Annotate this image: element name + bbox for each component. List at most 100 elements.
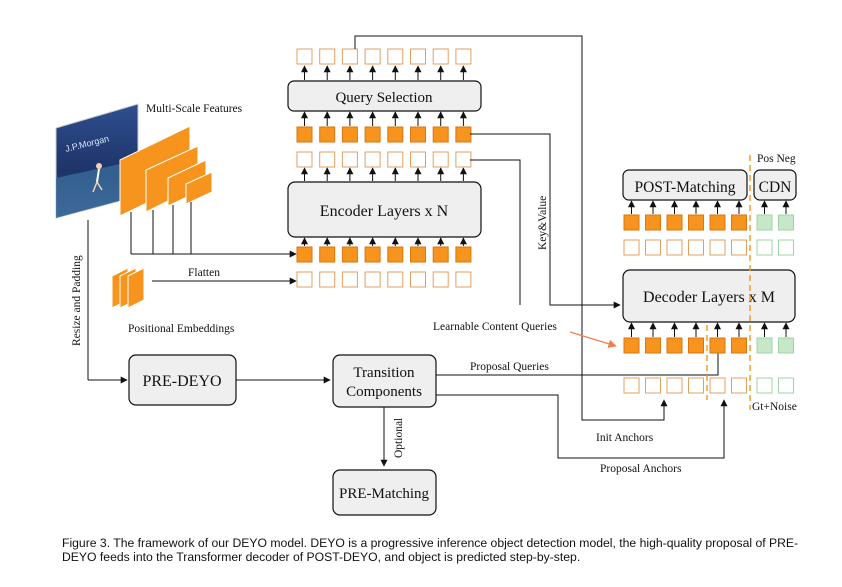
- decoder-output-tokens: [623, 214, 794, 231]
- encoder-layers-box: [287, 181, 482, 238]
- transition-label-line1: Transition: [353, 365, 415, 381]
- figure-caption: Figure 3. The framework of our DEYO mode…: [62, 536, 799, 564]
- positional-embeddings-stack: [111, 267, 145, 309]
- outline-token: [645, 377, 661, 394]
- outline-token: [688, 239, 704, 256]
- outline-token: [666, 239, 683, 256]
- key-value-label: Key&Value: [537, 196, 549, 250]
- orange-token: [455, 246, 472, 263]
- outline-token: [341, 271, 358, 288]
- green-token: [756, 214, 773, 231]
- multi-scale-feature-stack: [119, 125, 213, 217]
- outline-token: [688, 377, 704, 394]
- pre-matching-box: [332, 469, 437, 516]
- selected-query-tokens: [296, 126, 472, 143]
- learnable-queries-arrow: [569, 331, 617, 348]
- outline-token: [387, 151, 404, 168]
- outline-token: [623, 377, 640, 394]
- positional-tokens: [296, 271, 472, 288]
- outline-token: [455, 48, 472, 65]
- orange-token: [666, 214, 683, 231]
- resize-padding-label: Resize and Padding: [71, 255, 83, 346]
- optional-label: Optional: [393, 418, 405, 458]
- outline-token: [666, 377, 683, 394]
- outline-token: [623, 239, 640, 256]
- outline-token: [319, 48, 336, 65]
- query-selection-output-tokens: [296, 48, 472, 65]
- outline-token: [319, 271, 336, 288]
- input-image: J.P.Morgan: [55, 103, 139, 219]
- decoder-layers-box: [622, 269, 796, 323]
- orange-token: [709, 214, 726, 231]
- outline-token: [432, 271, 449, 288]
- outline-token: [432, 151, 449, 168]
- flatten-label: Flatten: [188, 267, 220, 279]
- outline-token: [455, 151, 472, 168]
- key-value-path-1: [470, 133, 621, 309]
- orange-token: [319, 126, 336, 143]
- learnable-content-queries-label: Learnable Content Queries: [433, 321, 557, 333]
- outline-token: [296, 48, 313, 65]
- outline-token: [296, 271, 313, 288]
- orange-token: [709, 337, 726, 354]
- feature-to-encoder-lines: [130, 202, 297, 258]
- proposal-anchors-path: [436, 394, 728, 459]
- transition-label-line2: Components: [346, 384, 422, 400]
- orange-token: [623, 214, 640, 231]
- green-outline-token: [756, 377, 773, 394]
- proposal-queries-label: Proposal Queries: [470, 361, 549, 373]
- outline-token: [709, 239, 726, 256]
- orange-token: [666, 337, 683, 354]
- green-outline-token: [756, 239, 773, 256]
- orange-token: [341, 126, 358, 143]
- orange-token: [387, 246, 404, 263]
- orange-token: [432, 246, 449, 263]
- pos-neg-label: Pos Neg: [757, 153, 796, 165]
- orange-token: [296, 246, 313, 263]
- orange-token: [387, 126, 404, 143]
- outline-token: [364, 48, 381, 65]
- outline-token: [364, 151, 381, 168]
- encoder-column-arrows: [301, 65, 467, 246]
- orange-token: [296, 126, 313, 143]
- orange-token: [319, 246, 336, 263]
- outline-token: [731, 239, 747, 256]
- green-token: [778, 337, 794, 354]
- decoder-layers-label: Decoder Layers x M: [643, 289, 775, 306]
- outline-token: [410, 271, 426, 288]
- orange-token: [731, 214, 747, 231]
- outline-token: [455, 271, 472, 288]
- orange-token: [645, 214, 661, 231]
- orange-token: [410, 126, 426, 143]
- encoder-input-feature-tokens: [296, 246, 472, 263]
- pre-matching-label: PRE-Matching: [339, 486, 429, 502]
- init-anchors-path: [354, 35, 668, 421]
- outline-token: [341, 151, 358, 168]
- orange-token: [688, 337, 704, 354]
- orange-token: [410, 246, 426, 263]
- outline-token: [731, 377, 747, 394]
- orange-token: [645, 337, 661, 354]
- green-outline-token: [778, 377, 794, 394]
- green-token: [778, 214, 794, 231]
- orange-token: [731, 337, 747, 354]
- orange-token: [364, 246, 381, 263]
- decoder-column-arrows: [628, 200, 790, 337]
- encoder-layers-label: Encoder Layers x N: [320, 203, 449, 220]
- orange-token: [432, 126, 449, 143]
- init-anchors-label: Init Anchors: [596, 432, 654, 444]
- green-token: [756, 337, 773, 354]
- post-matching-label: POST-Matching: [634, 179, 735, 196]
- outline-token: [645, 239, 661, 256]
- cdn-label: CDN: [759, 179, 792, 196]
- post-matching-box: [622, 169, 748, 201]
- outline-token: [319, 151, 336, 168]
- orange-token: [455, 126, 472, 143]
- outline-token: [432, 48, 449, 65]
- orange-token: [364, 126, 381, 143]
- proposal-anchors-label: Proposal Anchors: [600, 463, 682, 475]
- key-value-path-2: [470, 159, 521, 305]
- cdn-box: [753, 169, 797, 201]
- outline-token: [410, 151, 426, 168]
- green-outline-token: [778, 239, 794, 256]
